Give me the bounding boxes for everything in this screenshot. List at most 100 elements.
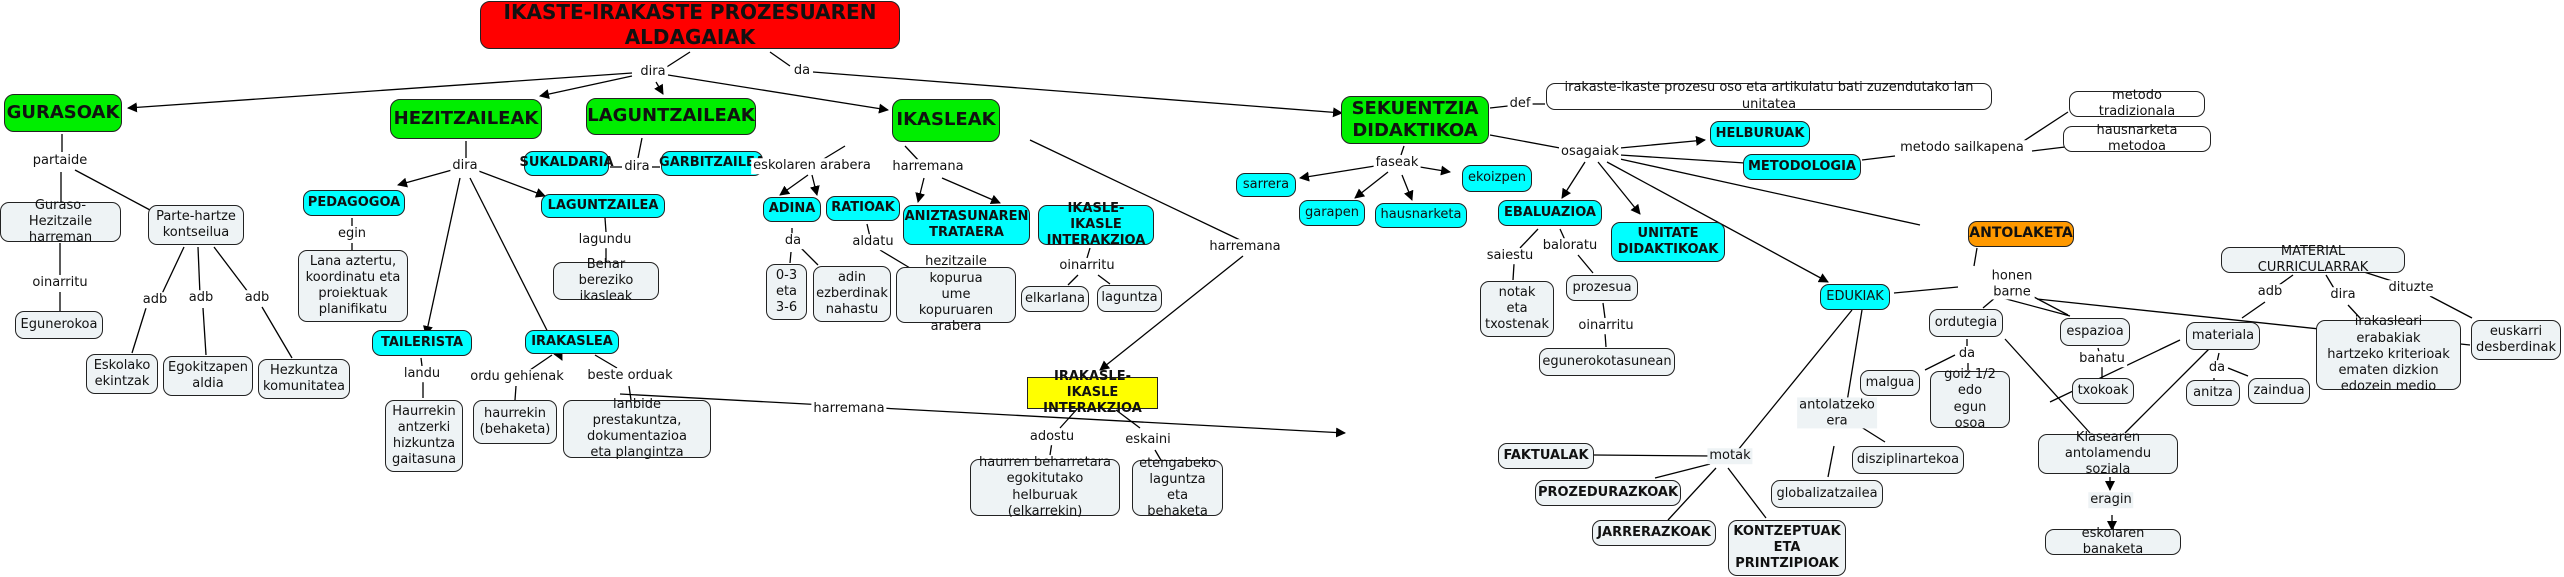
node-irakasle-ikasle-interakzioa[interactable]: IRAKASLE-IKASLE INTERAKZIOA: [1027, 369, 1158, 416]
node-ordutegia[interactable]: ordutegia: [1929, 309, 2003, 337]
node-faktualak[interactable]: FAKTUALAK: [1498, 443, 1594, 469]
node-etengabeko-laguntza[interactable]: etengabeko laguntza eta behaketa: [1132, 456, 1223, 519]
node-ikasleak[interactable]: IKASLEAK: [892, 99, 1000, 142]
node-klasearen-antolamendu[interactable]: Klasearen antolamendu soziala: [2038, 430, 2178, 477]
node-zaindua[interactable]: zaindua: [2248, 378, 2310, 404]
node-gurasoak[interactable]: GURASOAK: [4, 94, 122, 132]
node-ratioak[interactable]: RATIOAK: [826, 196, 900, 221]
node-hausnarketa-metodoa[interactable]: hausnarketa metodoa: [2063, 123, 2211, 154]
link-label-beste-orduak: beste orduak: [585, 368, 675, 384]
node-kontzeptuak-printzipioak[interactable]: KONTZEPTUAK ETA PRINTZIPIOAK: [1728, 520, 1846, 576]
node-guraso-hezitzaile[interactable]: Guraso-Hezitzaile harreman: [0, 198, 121, 245]
node-ikasle-ikasle-interakzioa[interactable]: IKASLE-IKASLE INTERAKZIOA: [1038, 201, 1154, 248]
link-label-dituzte: dituzte: [2386, 280, 2436, 296]
link-label-da: da: [2206, 360, 2228, 376]
node-egunerokoa[interactable]: Egunerokoa: [15, 311, 103, 339]
node-irakaslea[interactable]: IRAKASLEA: [525, 330, 619, 354]
node-haurrekin-antzerki[interactable]: Haurrekin antzerki hizkuntza gaitasuna: [385, 400, 463, 472]
node-globalizatzailea[interactable]: globalizatzailea: [1771, 480, 1883, 508]
link-label-eskolaren-arabera: eskolaren arabera: [751, 158, 873, 174]
node-definition[interactable]: irakaste-ikaste prozesu oso eta artikula…: [1546, 80, 1992, 112]
link-label-dira: dira: [622, 159, 652, 175]
node-unitate-didaktikoak[interactable]: UNITATE DIDAKTIKOAK: [1611, 222, 1725, 262]
link-label-oinarritu: oinarritu: [1057, 258, 1117, 274]
link-label-adb: adb: [186, 290, 216, 306]
link-label-baloratu: baloratu: [1540, 238, 1600, 254]
link-label-ordu-gehienak: ordu gehienak: [468, 369, 566, 385]
node-notak-txostenak[interactable]: notak eta txostenak: [1480, 281, 1554, 337]
node-sekuentzia-didaktikoa[interactable]: SEKUENTZIA DIDAKTIKOA: [1341, 96, 1489, 144]
link-label-saiestu: saiestu: [1484, 248, 1536, 264]
node-sarrera[interactable]: sarrera: [1236, 173, 1296, 197]
node-egunerokotasunean[interactable]: egunerokotasunean: [1539, 348, 1675, 376]
node-parte-hartze[interactable]: Parte-hartze kontseilua: [148, 205, 244, 245]
node-hausnarketa[interactable]: hausnarketa: [1375, 203, 1467, 228]
node-garapen[interactable]: garapen: [1299, 200, 1365, 226]
node-adina[interactable]: ADINA: [763, 197, 821, 222]
link-label-banatu: banatu: [2077, 351, 2127, 367]
link-label-faseak: faseak: [1373, 155, 1421, 171]
link-label-harremana: harremana: [890, 159, 966, 175]
link-label-osagaiak: osagaiak: [1558, 144, 1622, 160]
node-tailerista[interactable]: TAILERISTA: [372, 330, 472, 356]
node-sukaldaria[interactable]: SUKALDARIA: [519, 151, 614, 176]
node-laguntzailea[interactable]: LAGUNTZAILEA: [541, 194, 665, 218]
node-ekoizpen[interactable]: ekoizpen: [1462, 165, 1532, 192]
link-label-lagundu: lagundu: [576, 232, 634, 248]
node-hezitzaile-kopurua[interactable]: hezitzaile kopurua ume kopuruaren araber…: [896, 254, 1016, 334]
link-label-harremana: harremana: [811, 401, 887, 417]
link-label-da: da: [1956, 346, 1978, 362]
link-label-adb: adb: [140, 292, 170, 308]
node-malgua[interactable]: malgua: [1860, 370, 1920, 396]
node-elkarlana[interactable]: elkarlana: [1021, 286, 1089, 312]
node-prozesua[interactable]: prozesua: [1566, 275, 1638, 301]
node-espazioa[interactable]: espazioa: [2060, 318, 2130, 346]
link-label-da: da: [791, 63, 813, 79]
node-behar-bereziko[interactable]: Behar bereziko ikasleak: [553, 257, 659, 304]
link-label-honen-barne: honen barne: [1989, 268, 2035, 300]
link-label-da: da: [782, 233, 804, 249]
node-irakasleari-erabakiak[interactable]: irakasleari erabakiak hartzeko kriterioa…: [2316, 314, 2461, 394]
node-aniztasunaren-trataera[interactable]: ANIZTASUNAREN TRATAERA: [903, 205, 1030, 245]
link-label-metodo-sailkapena: metodo sailkapena: [1898, 140, 2026, 156]
node-garbitzailea[interactable]: GARBITZAILEA: [659, 151, 765, 176]
node-euskarri-desberdinak[interactable]: euskarri desberdinak: [2471, 320, 2561, 360]
node-prozedurazkoak[interactable]: PROZEDURAZKOAK: [1535, 480, 1681, 506]
link-label-partaide: partaide: [30, 153, 90, 169]
node-txokoak[interactable]: txokoak: [2072, 378, 2134, 404]
link-label-dira: dira: [2328, 287, 2358, 303]
node-root-title[interactable]: IKASTE-IRAKASTE PROZESUAREN ALDAGAIAK: [480, 0, 900, 49]
node-edukiak[interactable]: EDUKIAK: [1820, 284, 1890, 310]
node-materiala[interactable]: materiala: [2186, 322, 2260, 350]
node-laguntza[interactable]: laguntza: [1097, 285, 1162, 312]
node-adin-ezberdinak[interactable]: adin ezberdinak nahastu: [813, 266, 891, 322]
node-egokitzapen-aldia[interactable]: Egokitzapen aldia: [163, 356, 253, 396]
link-label-adb: adb: [2255, 284, 2285, 300]
node-antolaketa[interactable]: ANTOLAKETA: [1968, 221, 2074, 247]
node-hezkuntza-komunitatea[interactable]: Hezkuntza komunitatea: [258, 359, 350, 399]
node-anitza[interactable]: anitza: [2186, 380, 2240, 406]
link-label-eragin: eragin: [2088, 492, 2134, 508]
node-laguntzaileak[interactable]: LAGUNTZAILEAK: [586, 98, 756, 135]
node-haurren-beharretara[interactable]: haurren beharretara egokitutako helburua…: [970, 455, 1120, 519]
node-adin-0-3-3-6[interactable]: 0-3 eta 3-6: [766, 264, 807, 320]
node-jarrerazkoak[interactable]: JARRERAZKOAK: [1592, 520, 1716, 546]
node-haurrekin-behaketa[interactable]: haurrekin (behaketa): [473, 400, 557, 444]
node-lanbide-prestakuntza[interactable]: lanbide prestakuntza, dokumentazioa eta …: [563, 397, 711, 460]
link-label-adostu: adostu: [1027, 429, 1077, 445]
node-pedagogoa[interactable]: PEDAGOGOA: [303, 190, 405, 216]
node-helburuak[interactable]: HELBURUAK: [1710, 121, 1810, 147]
link-label-oinarritu: oinarritu: [30, 275, 90, 291]
node-metodo-tradizionala[interactable]: metodo tradizionala: [2069, 88, 2205, 119]
link-label-dira: dira: [638, 64, 668, 80]
node-eskolako-ekintzak[interactable]: Eskolako ekintzak: [86, 354, 158, 394]
link-label-dira: dira: [450, 158, 480, 174]
node-ebaluazioa[interactable]: EBALUAZIOA: [1498, 200, 1602, 226]
node-goiz-edo-egun-osoa[interactable]: goiz 1/2 edo egun osoa: [1930, 367, 2010, 431]
node-hezitzaileak[interactable]: HEZITZAILEAK: [390, 99, 542, 139]
node-metodologia[interactable]: METODOLOGIA: [1743, 154, 1861, 180]
node-material-curricularrak[interactable]: MATERIAL CURRICULARRAK: [2221, 244, 2405, 275]
node-disziplinartekoa[interactable]: disziplinartekoa: [1852, 446, 1964, 474]
node-lana-aztertu[interactable]: Lana aztertu, koordinatu eta proiektuak …: [298, 250, 408, 322]
node-eskolaren-banaketa[interactable]: eskolaren banaketa: [2045, 526, 2181, 557]
